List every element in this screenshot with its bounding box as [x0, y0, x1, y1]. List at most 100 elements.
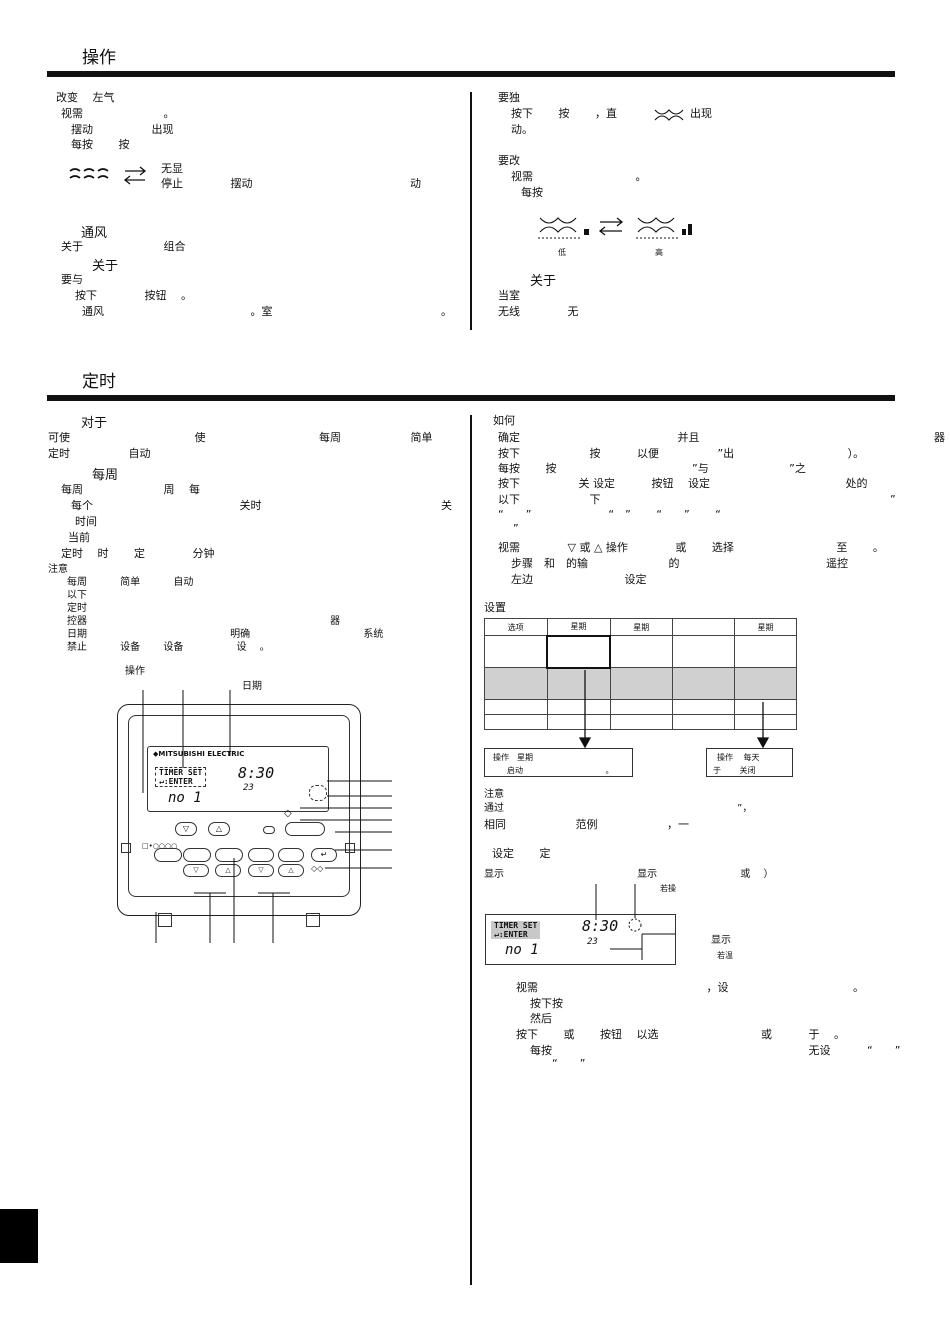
temp-down-button[interactable]: ▽ [175, 822, 197, 836]
text-line: 按下 按 ，直 [511, 107, 617, 120]
lcd-time: 8:30 [238, 764, 275, 782]
swing-icon [69, 166, 147, 185]
text-line: 每周 简单 自动 [67, 577, 194, 588]
text-line: “ ” [552, 1057, 586, 1070]
text-line: 当室 [498, 289, 520, 302]
vane-button[interactable] [278, 848, 304, 862]
text-line: 定时 自动 [48, 447, 151, 460]
callout-text: 于 关闭 [713, 766, 756, 775]
table-cell [734, 714, 797, 730]
table-cell [546, 667, 611, 700]
remote-foot-right [306, 913, 320, 927]
text-line: 每按 按 [71, 138, 130, 151]
section-title-timer: 定时 [82, 372, 116, 392]
table-cell [734, 635, 797, 668]
lcd-detail [485, 914, 676, 965]
column-divider [470, 415, 472, 1285]
subheading: 关于 [92, 259, 119, 274]
text-line: 每按 无设 “ ” [530, 1044, 901, 1057]
text-line: 视需 。 [511, 170, 647, 183]
text-line: 定时 [67, 603, 87, 614]
text-line: 视需 。 [61, 107, 175, 120]
fan-button[interactable] [248, 848, 274, 862]
table-cell [672, 667, 735, 700]
table-header-cell: 星期 [546, 618, 611, 636]
text-line: 每按 [521, 186, 543, 199]
lcd-indicator [309, 785, 327, 801]
mode-button[interactable] [154, 848, 182, 862]
text-line: 通风 。室 。 [82, 305, 452, 318]
text-line: 改变 左气 [56, 91, 115, 104]
hinge-left [121, 843, 131, 853]
callout-text: 操作 每天 [717, 753, 760, 762]
text-line: 日期 明确 系统 [67, 629, 384, 640]
table-header-cell [672, 618, 735, 636]
text-line: 通过 ”， [484, 803, 753, 814]
text-line: 禁止 设备 设备 设 。 [67, 642, 270, 653]
lcd-detail-day: 23 [587, 937, 598, 947]
small-button[interactable] [263, 826, 275, 834]
text-line: 每周 周 每 [61, 483, 200, 496]
text-line: 无线 无 [498, 305, 579, 318]
table-caption: 设置 [484, 601, 506, 614]
subheading: 对于 [81, 416, 108, 431]
time-up-button[interactable]: △ [278, 864, 304, 877]
timer-button[interactable] [183, 848, 211, 862]
text-line: 每个 关时 关 [71, 499, 452, 512]
fan-high-label: 高 [655, 248, 663, 257]
text-line: 如何 [493, 414, 515, 427]
text-line: 按下 按钮 。 [75, 289, 192, 302]
callout-text: 操作 星期 [493, 753, 533, 762]
table-header-cell: 选项 [484, 618, 548, 636]
text-line: 无显 [161, 162, 183, 175]
text-line: 可使 使 每周 简单 [48, 431, 433, 444]
lcd-callout-lines [595, 884, 675, 960]
settings-table: 选项 星期 星期 星期 [484, 618, 797, 730]
text-line: 步骤 和 的输 的 遥控 [511, 557, 848, 570]
note-label: 注意 [484, 789, 504, 800]
fan-speed-icon [538, 217, 692, 239]
on-off-button[interactable] [285, 822, 325, 836]
text-line: 动。 [511, 123, 533, 136]
text-line: 视需 ，设 。 [516, 981, 864, 994]
table-cell [672, 635, 735, 668]
step-heading: 设定 定 [492, 847, 551, 860]
lcd-screen [147, 746, 329, 812]
text-line: 当前 [68, 531, 90, 544]
table-header-cell: 星期 [734, 618, 797, 636]
select-down-button[interactable]: ▽ [183, 864, 209, 877]
fan-low-label: 低 [558, 248, 566, 257]
text-line: 显示 [711, 935, 731, 946]
diamond-icon: ◇◇ [311, 864, 324, 873]
temp-up-button[interactable]: △ [208, 822, 230, 836]
remote-inner-panel [128, 715, 350, 897]
text-line: 停止 摆动 动 [161, 177, 421, 190]
time-down-button[interactable]: ▽ [248, 864, 274, 877]
table-cell-selected [546, 634, 611, 669]
text-line: 左边 设定 [511, 573, 647, 586]
text-line: 若操 [660, 884, 676, 893]
callout-lines [142, 690, 392, 943]
text-line: 以下 下 ” [498, 493, 896, 506]
text-line: 按下 按 以便 ”出 ）。 [498, 447, 865, 460]
text-line: “ ” “ ” “ ” “ [498, 508, 721, 521]
page-tab-block [0, 1209, 38, 1263]
text-line: 按下 或 按钮 以选 或 于 。 [516, 1028, 845, 1041]
vane-icon [654, 109, 684, 121]
remote-body [117, 704, 361, 916]
timer-mode-icons: □•○○○○ [142, 842, 178, 850]
set-button[interactable] [215, 848, 243, 862]
note-label: 注意 [48, 564, 68, 575]
lcd-detail-time: 8:30 [582, 917, 619, 935]
callout-box-right: 操作 每天 于 关闭 [706, 748, 793, 777]
lcd-day: 23 [243, 783, 254, 793]
table-cell [734, 667, 797, 700]
text-line: 出现 [690, 107, 712, 120]
text-line: 按下 关 设定 按钮 设定 处的 [498, 477, 868, 490]
text-line: 关于 组合 [61, 240, 186, 253]
table-cell [609, 635, 673, 668]
subheading-ventilation: 通风 [81, 226, 108, 241]
lcd-detail-timer-set: TIMER SET↵:ENTER [491, 921, 541, 939]
text-line: 显示 显示 或 ） [484, 869, 774, 880]
enter-button[interactable]: ↵ [311, 848, 337, 862]
